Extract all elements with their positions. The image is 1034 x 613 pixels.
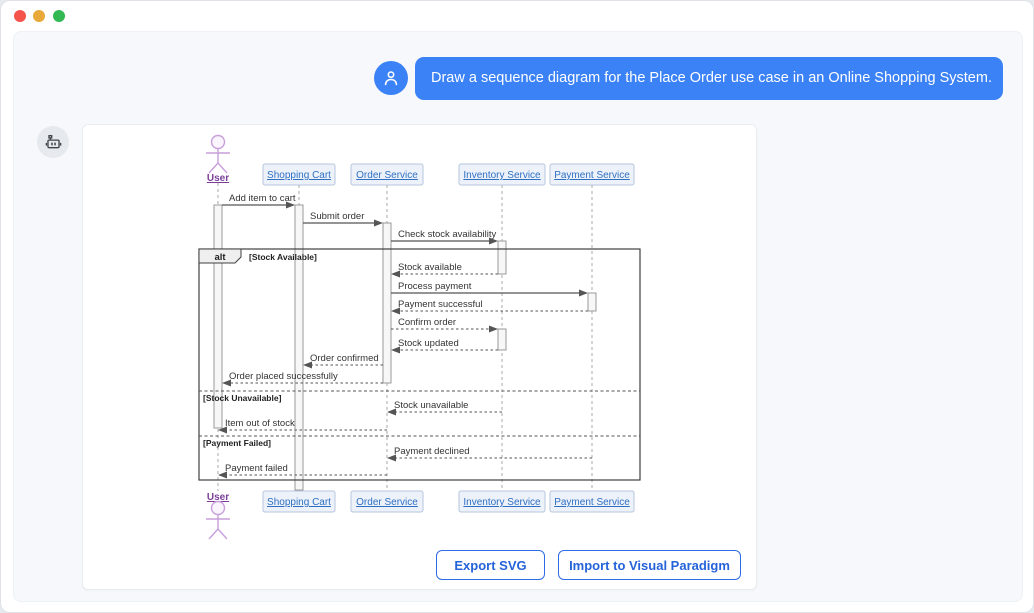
activation-bar-5 <box>497 328 507 351</box>
message-label-6: Confirm order <box>398 317 456 328</box>
robot-icon <box>45 134 61 148</box>
alt-operator-label: alt <box>214 252 226 263</box>
participant-box-bottom-1[interactable] <box>262 490 336 513</box>
participant-box-bottom-3[interactable] <box>458 490 546 513</box>
message-arrowhead-12 <box>387 454 396 462</box>
content-area: Draw a sequence diagram for the Place Or… <box>13 31 1023 602</box>
participant-label-top-4: Payment Service <box>554 170 630 181</box>
alt-section-label-1: [Stock Unavailable] <box>203 393 282 403</box>
message-label-10: Stock unavailable <box>394 400 468 411</box>
import-visual-paradigm-button[interactable]: Import to Visual Paradigm <box>558 550 741 580</box>
message-arrowhead-1 <box>374 219 383 227</box>
message-arrowhead-3 <box>391 270 400 278</box>
message-arrowhead-0 <box>286 201 295 209</box>
user-message-bubble: Draw a sequence diagram for the Place Or… <box>415 57 1003 100</box>
message-label-13: Payment failed <box>225 463 288 474</box>
message-arrowhead-8 <box>303 361 312 369</box>
message-label-8: Order confirmed <box>310 353 379 364</box>
alt-section-label-0: [Stock Available] <box>249 252 317 262</box>
message-label-7: Stock updated <box>398 338 459 349</box>
actor-body-bottom-0 <box>206 514 230 540</box>
message-arrowhead-11 <box>218 426 227 434</box>
activation-bar-0 <box>213 204 223 429</box>
close-window-button[interactable] <box>14 10 26 22</box>
message-label-1: Submit order <box>310 211 364 222</box>
participant-box-top-2[interactable] <box>350 163 424 186</box>
zoom-window-button[interactable] <box>53 10 65 22</box>
participant-label-top-3: Inventory Service <box>463 170 541 181</box>
alt-fragment-frame <box>198 248 641 481</box>
participant-label-top-2: Order Service <box>356 170 418 181</box>
participant-label-top-1: Shopping Cart <box>267 170 331 181</box>
actor-figure-top-0 <box>210 134 226 150</box>
message-label-2: Check stock availability <box>398 229 496 240</box>
message-label-4: Process payment <box>398 281 472 292</box>
participant-box-bottom-4[interactable] <box>549 490 635 513</box>
message-arrowhead-5 <box>391 307 400 315</box>
participant-box-bottom-2[interactable] <box>350 490 424 513</box>
message-arrowhead-4 <box>579 289 588 297</box>
message-arrowhead-2 <box>489 237 498 245</box>
actor-label-bottom-0[interactable]: User <box>207 492 229 503</box>
activation-bar-4 <box>587 292 597 312</box>
participant-box-top-1[interactable] <box>262 163 336 186</box>
minimize-window-button[interactable] <box>33 10 45 22</box>
participant-box-top-4[interactable] <box>549 163 635 186</box>
message-arrowhead-9 <box>222 379 231 387</box>
message-arrowhead-7 <box>391 346 400 354</box>
user-avatar <box>374 61 408 95</box>
alt-section-label-2: [Payment Failed] <box>203 438 271 448</box>
message-label-9: Order placed successfully <box>229 371 338 382</box>
activation-bar-2 <box>382 222 392 384</box>
alt-operator-pentagon <box>198 248 242 264</box>
participant-label-bottom-2: Order Service <box>356 497 418 508</box>
message-arrowhead-6 <box>489 325 498 333</box>
message-label-0: Add item to cart <box>229 193 296 204</box>
activation-bar-1 <box>294 204 304 491</box>
message-label-3: Stock available <box>398 262 462 273</box>
bot-avatar <box>37 126 69 158</box>
actor-figure-bottom-0 <box>210 500 226 516</box>
participant-label-bottom-3: Inventory Service <box>463 497 541 508</box>
message-arrowhead-13 <box>218 471 227 479</box>
message-label-5: Payment successful <box>398 299 482 310</box>
window-titlebar <box>1 1 1033 31</box>
export-svg-button[interactable]: Export SVG <box>436 550 545 580</box>
participant-label-bottom-4: Payment Service <box>554 497 630 508</box>
message-label-12: Payment declined <box>394 446 470 457</box>
message-arrowhead-10 <box>387 408 396 416</box>
person-icon <box>384 71 398 86</box>
actor-body-top-0 <box>206 148 230 174</box>
activation-bar-3 <box>497 240 507 275</box>
participant-box-top-3[interactable] <box>458 163 546 186</box>
actor-label-top-0[interactable]: User <box>207 173 229 184</box>
participant-label-bottom-1: Shopping Cart <box>267 497 331 508</box>
message-label-11: Item out of stock <box>225 418 295 429</box>
